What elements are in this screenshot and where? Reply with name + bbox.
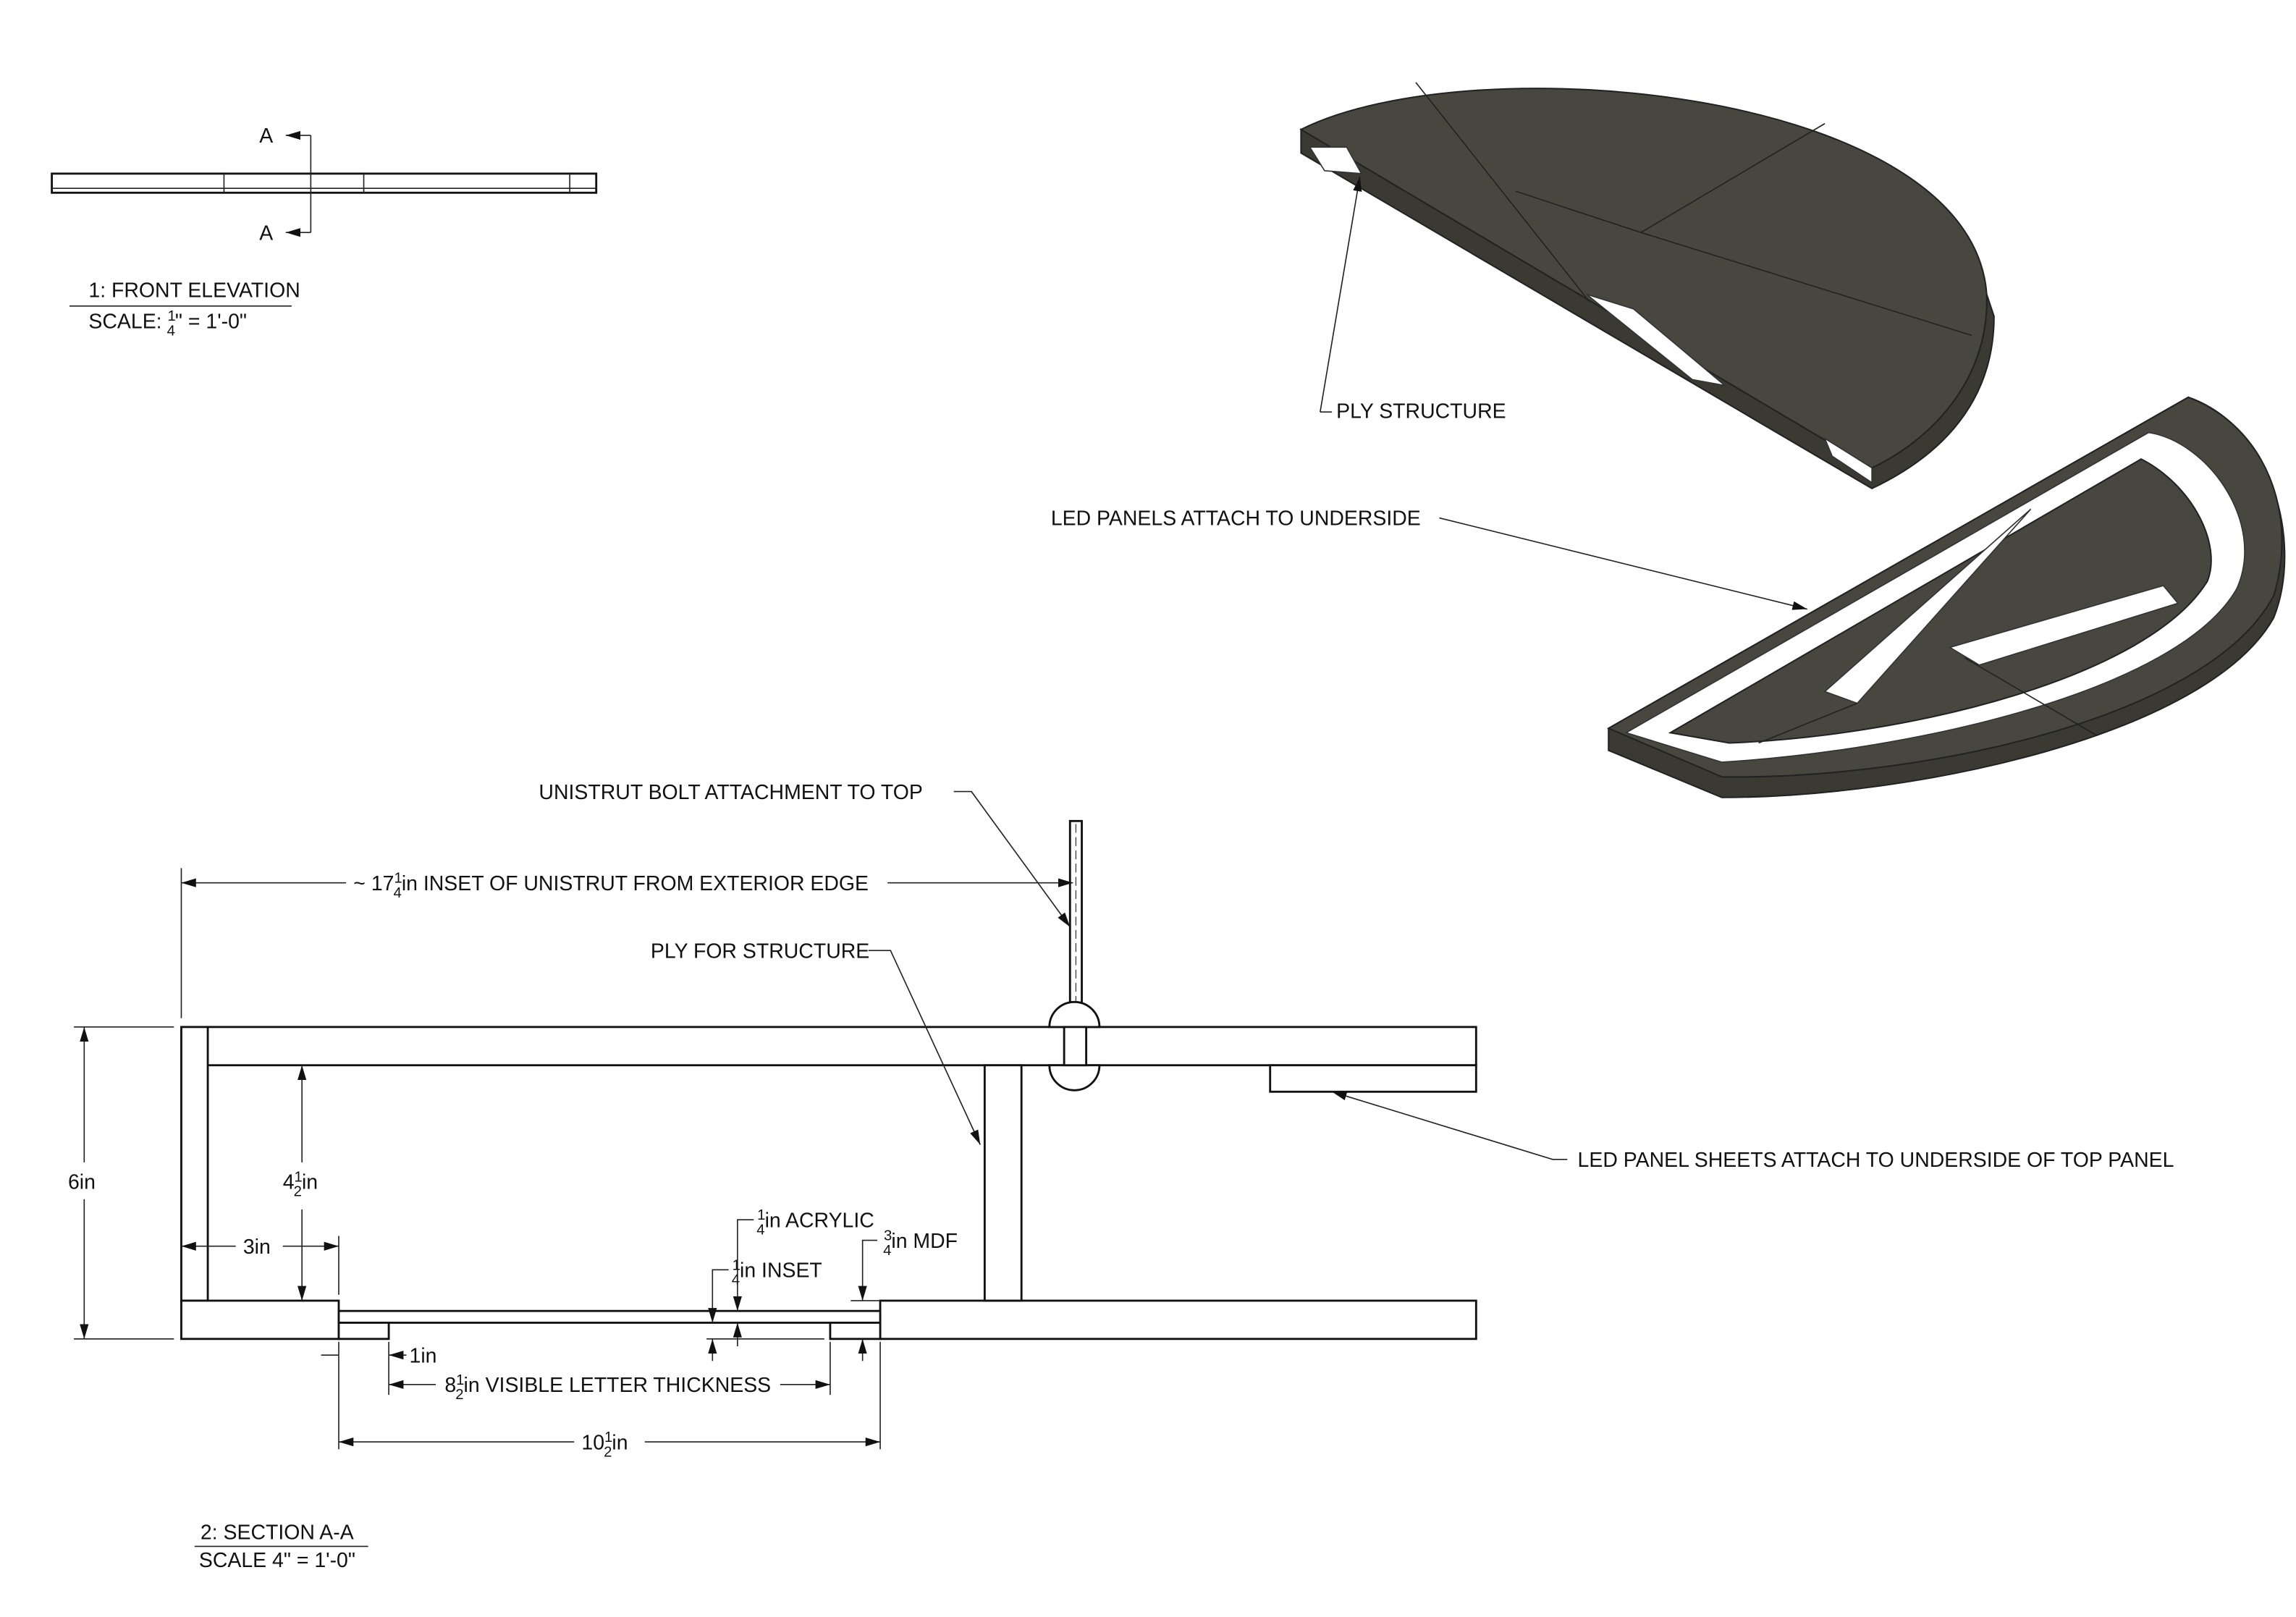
- unistrut-label: UNISTRUT BOLT ATTACHMENT TO TOP: [539, 781, 922, 804]
- bottom-left-mdf: [180, 1299, 340, 1341]
- led-panels-label: LED PANELS ATTACH TO UNDERSIDE: [1051, 507, 1421, 531]
- bottom-right-mdf: [879, 1299, 1477, 1341]
- unistrut-bolt: [1048, 819, 1101, 1092]
- led-panel-sheet: [1269, 1064, 1477, 1093]
- section-marker-bottom: A: [259, 221, 273, 245]
- section-title: 2: SECTION A-A: [201, 1521, 354, 1544]
- section-cut-line: A A: [259, 124, 312, 245]
- height-dimension: 6in: [68, 1170, 96, 1194]
- ply-for-structure-label: PLY FOR STRUCTURE: [651, 940, 869, 963]
- led-sheet-label: LED PANEL SHEETS ATTACH TO UNDERSIDE OF …: [1578, 1149, 2174, 1172]
- top-panel: [206, 1026, 1477, 1067]
- dimension-1in: 1in: [410, 1344, 437, 1367]
- section-marker-top: A: [259, 124, 273, 148]
- acrylic-sheet: [337, 1309, 882, 1324]
- isometric-underside-view: LED PANELS ATTACH TO UNDERSIDE: [1051, 396, 2286, 798]
- left-wall: [180, 1026, 209, 1302]
- ply-structure-label: PLY STRUCTURE: [1336, 400, 1506, 423]
- isometric-top-view: PLY STRUCTURE: [1299, 82, 1995, 490]
- front-elevation-title: 1: FRONT ELEVATION: [88, 279, 300, 303]
- ply-structure-post: [983, 1064, 1023, 1302]
- section-scale: SCALE 4" = 1'-0": [199, 1549, 355, 1572]
- width-3in-dimension: 3in: [243, 1236, 271, 1259]
